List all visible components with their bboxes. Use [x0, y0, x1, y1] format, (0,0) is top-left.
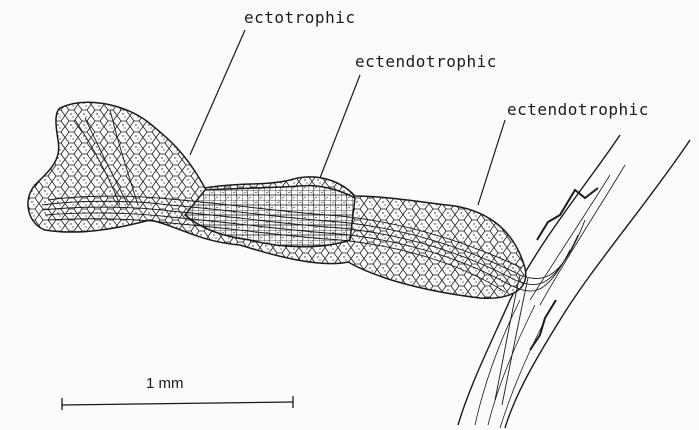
- leader-ectendotrophic-right: [478, 120, 505, 205]
- fungal-mantle: [28, 102, 526, 298]
- leader-ectotrophic: [190, 30, 245, 155]
- leader-ectendotrophic-middle: [320, 75, 360, 178]
- label-ectendotrophic-right: ectendotrophic: [507, 100, 649, 119]
- label-ectotrophic: ectotrophic: [244, 8, 355, 27]
- scale-bar: [62, 396, 293, 410]
- scale-bar-label: 1 mm: [146, 375, 184, 392]
- label-ectendotrophic-middle: ectendotrophic: [355, 52, 497, 71]
